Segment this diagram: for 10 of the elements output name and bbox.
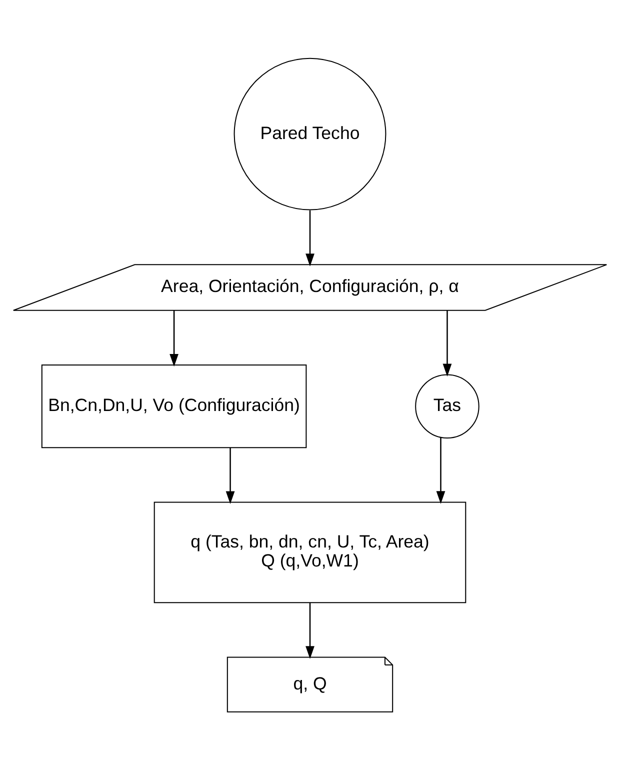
- arrow: [306, 210, 314, 266]
- node-box: Bn,Cn,Dn,U, Vo (Configuración): [41, 364, 307, 448]
- node-circle: Tas: [415, 374, 480, 438]
- arrow: [436, 437, 446, 504]
- node-box: q (Tas, bn, dn, cn, U, Tc, Area) Q (q,Vo,W1): [154, 502, 466, 604]
- node-circle: Pared Techo: [234, 58, 386, 210]
- arrow: [442, 310, 452, 376]
- arrow: [226, 448, 235, 504]
- arrow: [306, 602, 314, 659]
- arrow: [170, 310, 178, 367]
